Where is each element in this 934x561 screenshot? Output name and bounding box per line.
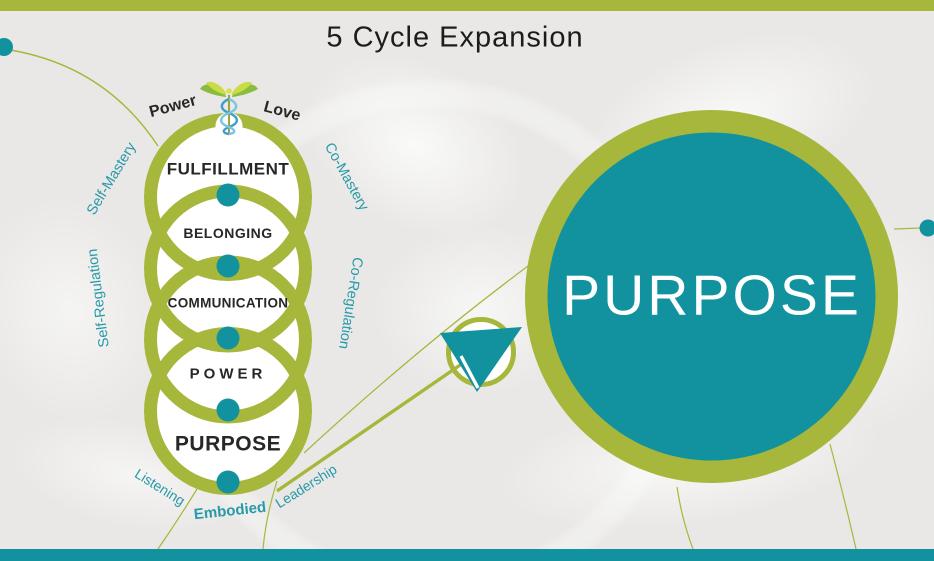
page-title: 5 Cycle Expansion <box>326 21 584 54</box>
caduceus-right-wing <box>232 81 252 95</box>
cycle-node-dot <box>216 326 240 350</box>
top-accent-bar <box>0 0 934 11</box>
connector-leadership-line <box>262 480 278 550</box>
caduceus-bud <box>226 88 232 94</box>
connector-circle-bottomright-line <box>829 443 857 550</box>
caduceus-left-wing <box>200 84 226 97</box>
cycle-label-communication: COMMUNICATION <box>167 295 289 311</box>
bottom-accent-bar <box>0 549 934 561</box>
cycle-label-purpose: PURPOSE <box>174 432 282 456</box>
cycle-label-belonging: BELONGING <box>183 225 273 241</box>
folded-arrow-icon <box>440 327 522 392</box>
left-edge-node-dot <box>0 38 13 56</box>
caduceus-icon <box>200 81 258 136</box>
caduceus-snake <box>220 97 239 136</box>
purpose-circle-label: PURPOSE <box>562 263 862 328</box>
cycle-label-fulfillment: FULFILLMENT <box>166 159 290 179</box>
caduceus-right-wing <box>232 84 258 97</box>
connector-chain-to-circle-line <box>303 265 529 454</box>
purpose-circle-fill <box>547 132 876 461</box>
connector-chain-to-arrow-line <box>276 359 467 493</box>
caduceus-left-wing <box>206 81 226 95</box>
cycle-node-dot <box>216 183 240 207</box>
cycle-label-power: POWER <box>189 365 267 383</box>
cycle-node-dot <box>216 470 240 494</box>
cycle-node-dot <box>216 398 240 422</box>
caduceus-snake <box>219 97 238 136</box>
connector-right-dot-line <box>893 227 922 230</box>
connector-topleft-line <box>9 49 159 147</box>
arrow-fold-notch <box>459 355 480 389</box>
right-edge-node-dot <box>919 219 934 237</box>
connector-circle-bottom-line <box>676 486 694 550</box>
connector-listening-line <box>157 488 198 550</box>
cycle-node-dot <box>216 254 240 278</box>
